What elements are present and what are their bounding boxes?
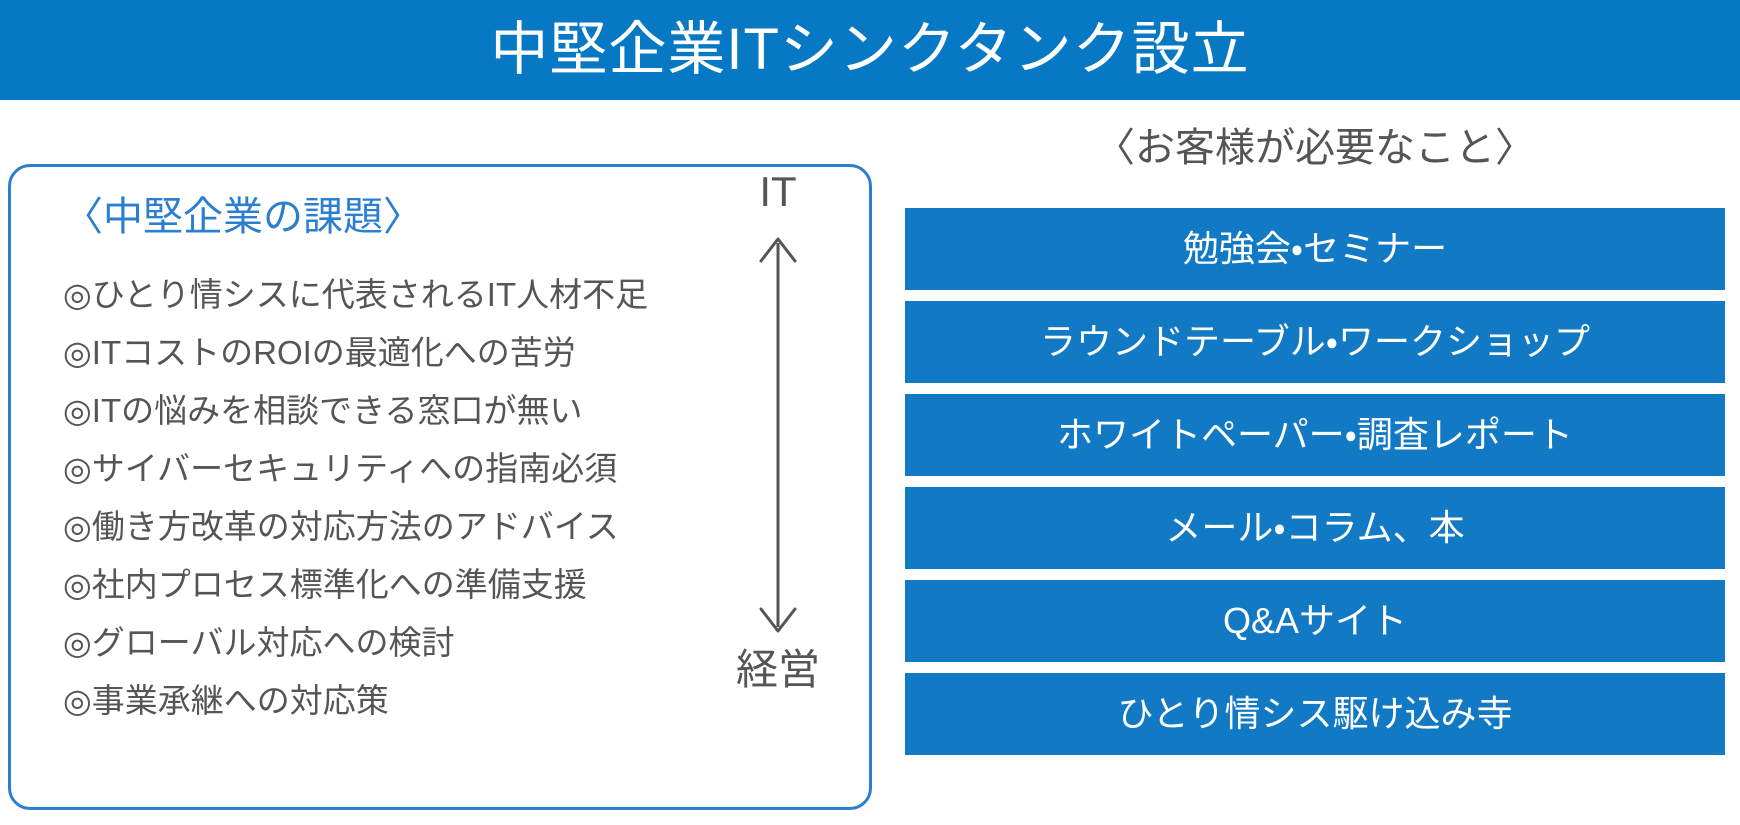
- page-title: 中堅企業ITシンクタンク設立: [490, 17, 1250, 82]
- list-item[interactable]: ラウンドテーブル・ワークショップ: [905, 301, 1725, 383]
- it-management-axis: IT 経営: [703, 171, 853, 711]
- issues-heading: 〈中堅企業の課題〉: [63, 195, 423, 239]
- axis-bottom-label: 経営: [735, 646, 820, 693]
- list-item[interactable]: メール・コラム、本: [905, 487, 1725, 569]
- list-item[interactable]: Q&Aサイト: [905, 580, 1725, 662]
- issues-list: ◎ひとり情シスに代表されるIT人材不足 ◎ITコストのROIの最適化への苦労 ◎…: [63, 265, 723, 729]
- list-item: ◎グローバル対応への検討: [63, 623, 455, 661]
- list-item: ◎ひとり情シスに代表されるIT人材不足: [63, 275, 649, 313]
- list-item[interactable]: ひとり情シス駆け込み寺: [905, 673, 1725, 755]
- double-headed-vertical-arrow-icon: [759, 237, 797, 633]
- title-banner: 中堅企業ITシンクタンク設立: [0, 0, 1740, 100]
- list-item[interactable]: 勉強会・セミナー: [905, 208, 1725, 290]
- list-item: ◎ITコストのROIの最適化への苦労: [63, 333, 576, 371]
- needs-list: 勉強会・セミナー ラウンドテーブル・ワークショップ ホワイトペーパー・調査レポー…: [905, 208, 1725, 755]
- list-item: ◎働き方改革の対応方法のアドバイス: [63, 507, 619, 545]
- list-item: ◎社内プロセス標準化への準備支援: [63, 565, 587, 603]
- axis-top-label: IT: [759, 168, 797, 215]
- list-item[interactable]: ホワイトペーパー・調査レポート: [905, 394, 1725, 476]
- issues-card: 〈中堅企業の課題〉 ◎ひとり情シスに代表されるIT人材不足 ◎ITコストのROI…: [8, 164, 872, 810]
- needs-heading: 〈お客様が必要なこと〉: [1095, 126, 1535, 170]
- list-item: ◎事業承継への対応策: [63, 681, 389, 719]
- list-item: ◎ITの悩みを相談できる窓口が無い: [63, 391, 583, 429]
- list-item: ◎サイバーセキュリティへの指南必須: [63, 449, 618, 487]
